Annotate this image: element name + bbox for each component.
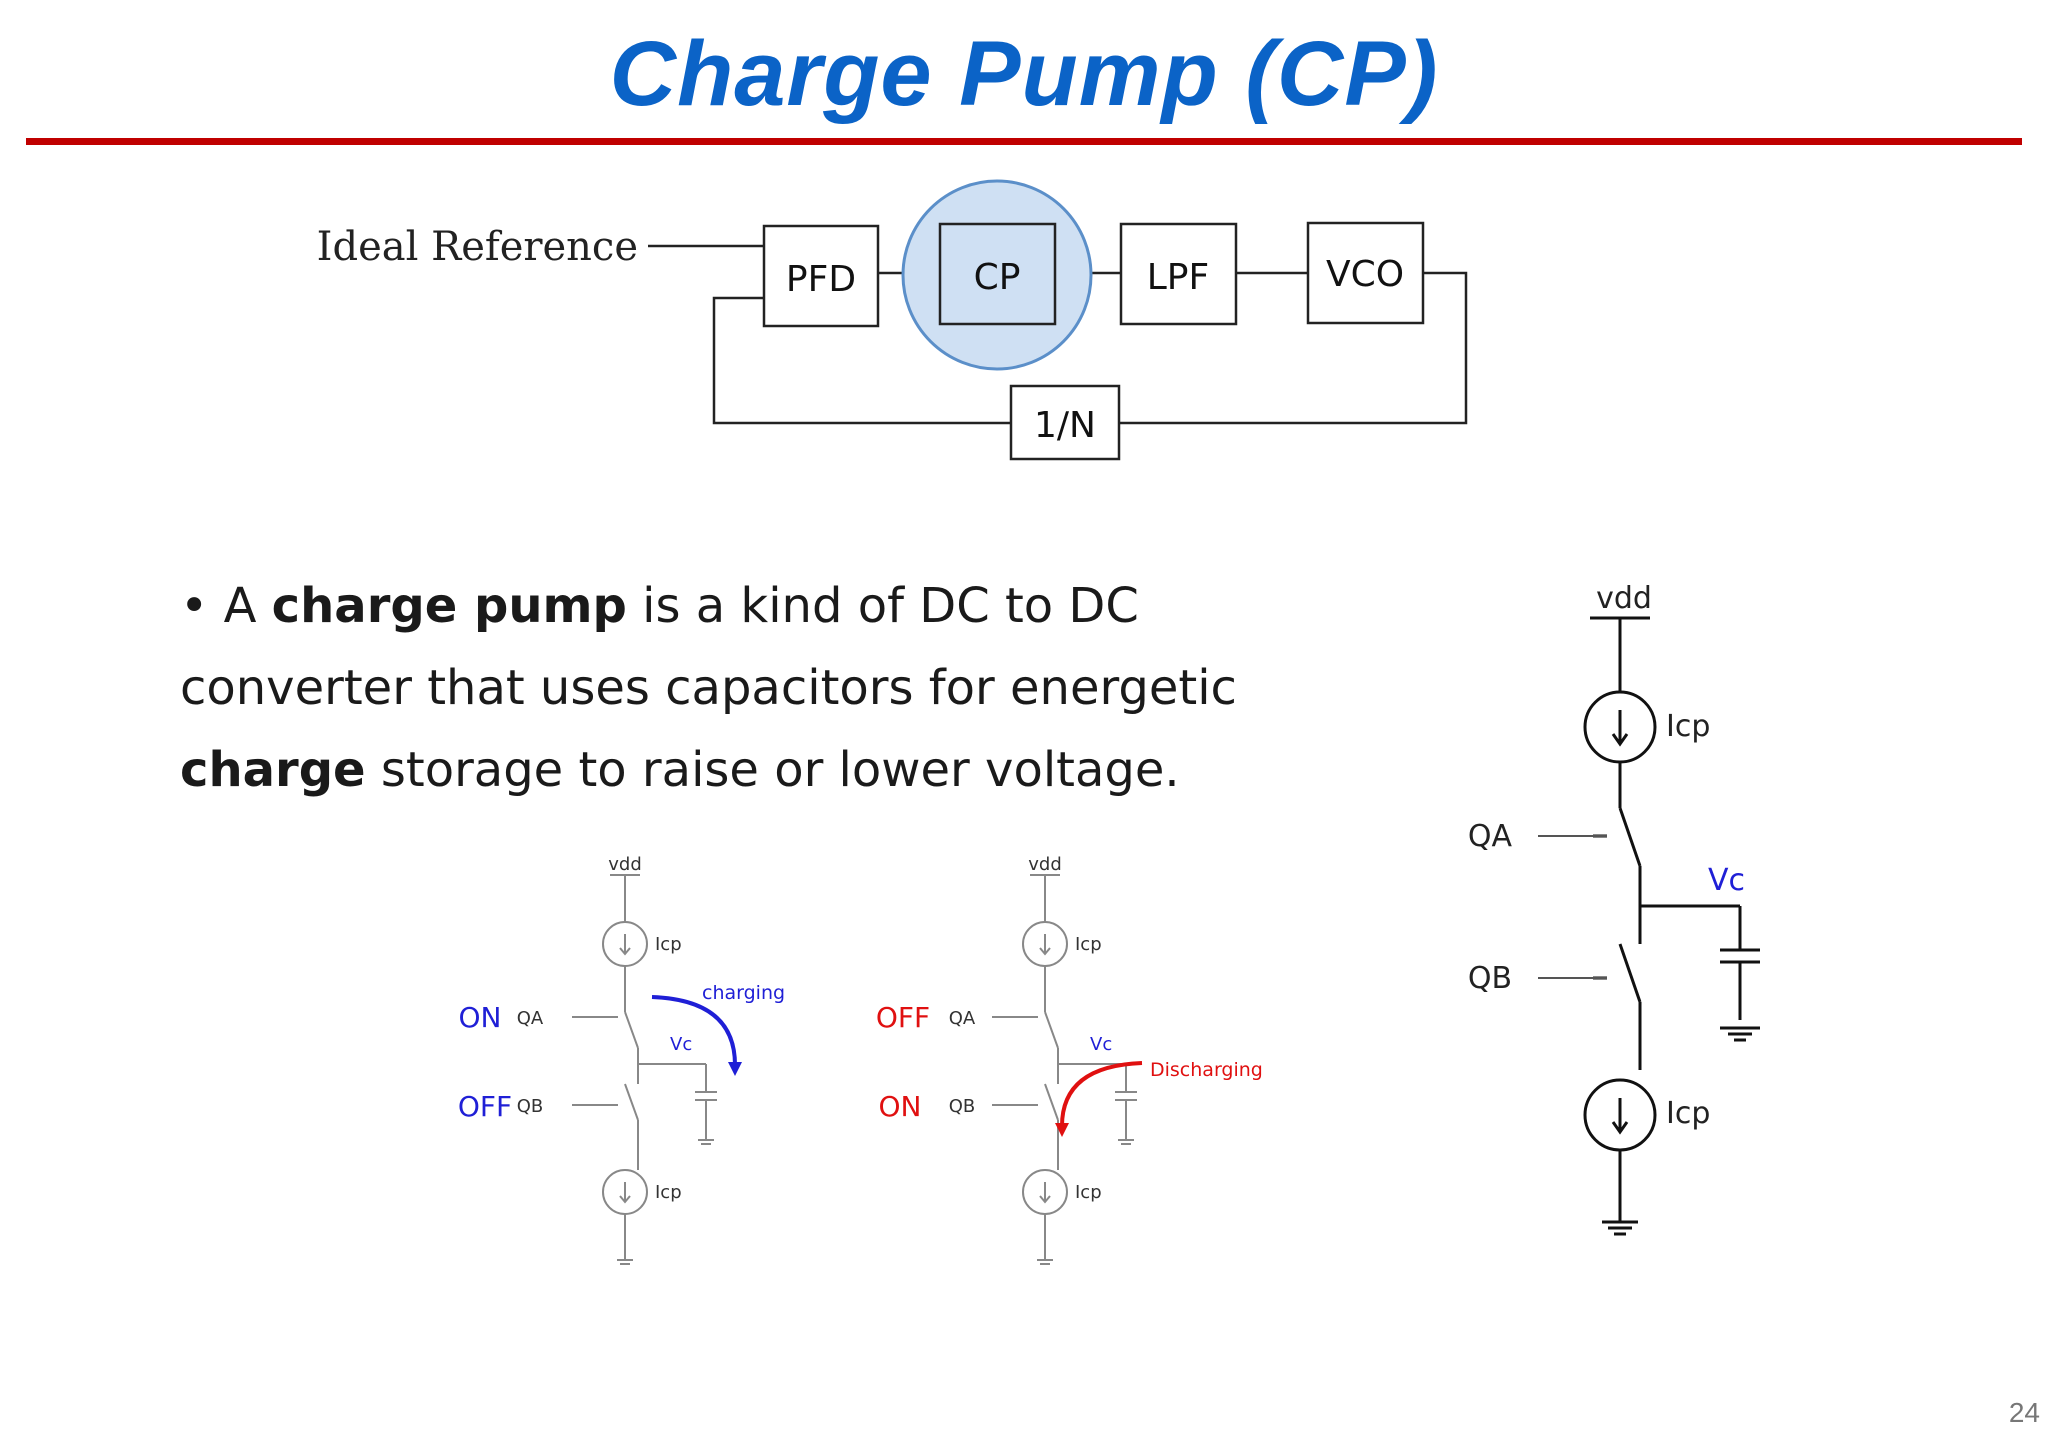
icp-bottom-label: Icp [655,1182,682,1203]
title-divider [26,138,2022,145]
ideal-reference-label: Ideal Reference [317,224,638,270]
qa-label: QA [949,1008,976,1029]
discharging-label: Discharging [1150,1059,1263,1081]
charging-arrow [651,995,737,1066]
pll-block-diagram: Ideal Reference PFD CP LPF VCO 1/N [317,179,1468,461]
icp-bottom-label: Icp [1666,1096,1710,1131]
vc-label: Vc [1708,863,1745,898]
icp-top-label: Icp [1666,709,1710,744]
icp-bottom-label: Icp [1075,1182,1102,1203]
divider-label: 1/N [1034,405,1096,446]
qa-state: OFF [876,1001,930,1034]
discharging-arrow [1060,1061,1143,1127]
pfd-label: PFD [786,259,856,300]
divider-block [1009,384,1121,461]
vdd-label: vdd [1028,854,1062,875]
discharging-circuit: vdd Icp QA OFF QB ON Vc Discharging Icp [876,854,1263,1265]
cp-block [938,222,1057,326]
qb-state: OFF [458,1090,512,1123]
vco-label: VCO [1326,254,1404,295]
vdd-label: vdd [608,854,642,875]
bullet-text-1: A [223,578,272,634]
bullet-marker: • [180,578,209,634]
icp-top-label: Icp [655,934,682,955]
bullet-text-3: storage to raise or lower voltage. [365,742,1180,798]
bullet-bold-2: charge [180,742,366,798]
bullet-text-2: is a kind of DC to DC converter that use… [180,578,1237,716]
qb-label: QB [1468,961,1512,996]
divider-feedback-wire [712,296,1011,425]
bullet-bold-1: charge pump [271,578,627,634]
bullet-point: • A charge pump is a kind of DC to DC co… [180,565,1380,811]
cp-label: CP [974,257,1021,298]
charging-circuit: vdd Icp QA ON QB OFF Vc charging Icp [458,854,785,1265]
qb-label: QB [949,1096,976,1117]
vco-feedback-wire [1119,271,1468,425]
qb-label: QB [517,1096,544,1117]
vdd-label: vdd [1596,581,1652,616]
cp-highlight-circle [901,179,1093,371]
icp-top-label: Icp [1075,934,1102,955]
discharging-arrowhead [1055,1123,1069,1137]
qb-state: ON [879,1090,922,1123]
vc-label: Vc [670,1034,692,1055]
lpf-block [1119,222,1238,326]
qa-state: ON [459,1001,502,1034]
slide-title: Charge Pump (CP) [609,23,1439,125]
vc-label: Vc [1090,1034,1112,1055]
charge-pump-circuit: vdd Icp QA Vc QB Icp [1468,581,1760,1236]
page-number: 24 [2008,1397,2040,1428]
qa-label: QA [517,1008,544,1029]
vco-block [1306,221,1425,325]
qa-label: QA [1468,819,1513,854]
charging-arrowhead [728,1062,742,1076]
pfd-block [762,224,880,328]
charging-label: charging [702,982,785,1004]
lpf-label: LPF [1147,257,1209,298]
